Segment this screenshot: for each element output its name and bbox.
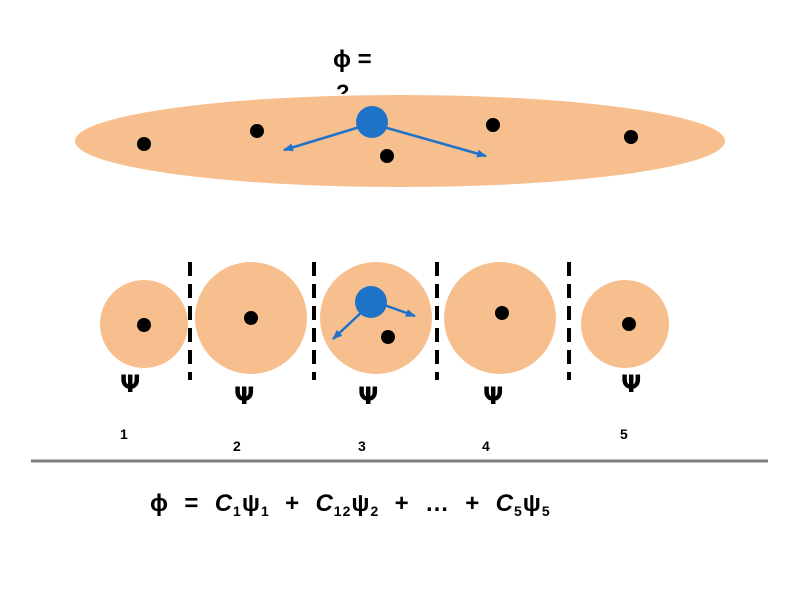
formula-phi: ϕ (150, 490, 169, 517)
site-index-2: 2 (233, 438, 241, 454)
formula-c5-sub: 5 (514, 503, 523, 519)
top-formula: ϕ = (333, 48, 372, 72)
formula-psi2-sub: 2 (370, 503, 380, 519)
local-arrow-left (332, 308, 366, 340)
hop-arrow-right (379, 124, 487, 158)
site-psi-1: Ψ (120, 370, 141, 398)
site-orbital-3 (320, 262, 432, 374)
site-psi-2: Ψ (234, 382, 255, 410)
site-index-1: 1 (120, 426, 128, 442)
electron (356, 106, 388, 138)
formula-plus-1: + (285, 490, 301, 517)
formula-equals: = (184, 490, 200, 517)
formula-ellipsis: … (424, 490, 450, 517)
formula-c1: C (214, 490, 234, 517)
site-orbital-dot-2 (244, 311, 258, 325)
expansion-formula: ϕ = C1ψ1 + C12ψ2 + … + C5ψ5 (150, 490, 551, 519)
molecular-orbital-group (75, 95, 725, 187)
site-dot-1 (137, 137, 151, 151)
site-index-5: 5 (620, 426, 628, 442)
formula-plus-2: + (394, 490, 410, 517)
hop-arrow-left (283, 124, 364, 152)
site-dot-3 (380, 149, 394, 163)
site-orbital-dot-3 (381, 330, 395, 344)
site-index-4: 4 (482, 438, 490, 454)
formula-c2: C (315, 490, 334, 517)
site-orbital-dot-4 (495, 306, 509, 320)
formula-plus-3: + (465, 490, 481, 517)
formula-c5: C (495, 490, 514, 517)
top-equals: = (357, 46, 372, 73)
formula-c2-sub: 12 (333, 503, 352, 519)
site-orbital-dot-5 (622, 317, 636, 331)
top-formula-truncated: ? (336, 82, 349, 94)
site-dot-2 (250, 124, 264, 138)
site-psi-4: Ψ (483, 382, 504, 410)
site-dot-4 (486, 118, 500, 132)
site-psi-3: Ψ (358, 382, 379, 410)
formula-psi5-sub: 5 (541, 503, 551, 519)
formula-psi1-sub: 1 (260, 503, 270, 519)
formula-psi2: ψ (351, 490, 371, 517)
site-index-3: 3 (358, 438, 366, 454)
site-orbital-dot-1 (137, 318, 151, 332)
site-psi-5: Ψ (621, 370, 642, 398)
formula-psi5: ψ (522, 490, 542, 517)
formula-psi1: ψ (241, 490, 261, 517)
top-phi: ϕ (333, 46, 351, 73)
site-dot-5 (624, 130, 638, 144)
local-electron (355, 286, 387, 318)
molecular-cloud (75, 95, 725, 187)
site-orbitals-group (100, 262, 669, 380)
formula-c1-sub: 1 (233, 503, 242, 519)
